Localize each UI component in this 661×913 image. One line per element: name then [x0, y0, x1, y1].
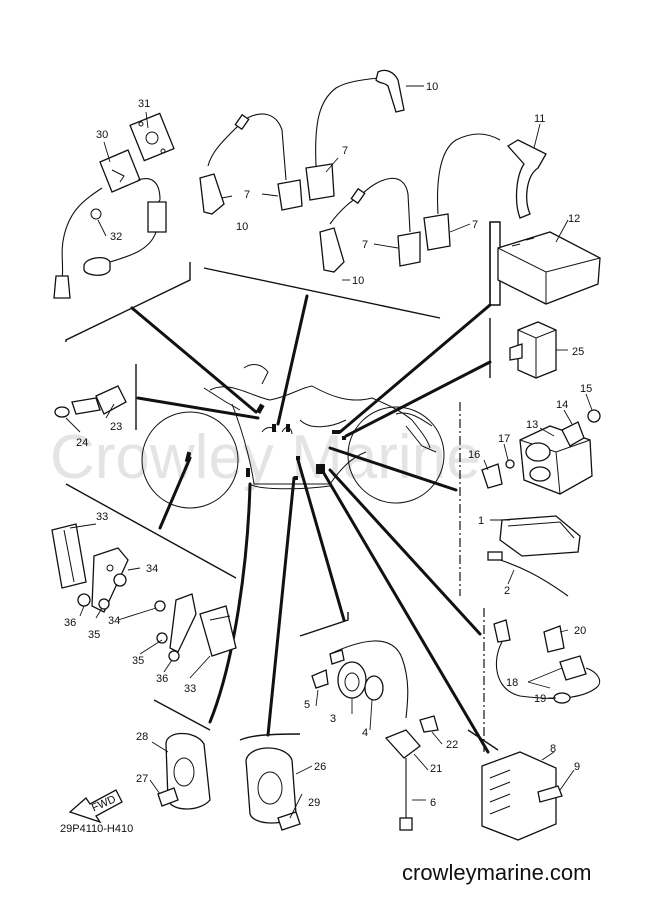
callout-21: 21	[430, 763, 442, 775]
leader-lines	[130, 294, 492, 754]
fwd-arrow: FWD	[68, 789, 123, 824]
part-temp-sensor	[54, 385, 127, 418]
callout-18: 18	[506, 677, 518, 689]
callout-26: 26	[314, 761, 326, 773]
part-reflector-left	[51, 523, 129, 613]
callout-10-top: 10	[426, 81, 438, 93]
callout-5: 5	[304, 699, 310, 711]
callout-7-b: 7	[244, 189, 250, 201]
callout-25: 25	[572, 346, 584, 358]
part-ecu	[497, 231, 601, 305]
callout-22: 22	[446, 739, 458, 751]
callout-35-top: 35	[88, 629, 100, 641]
callout-1: 1	[478, 515, 484, 527]
callout-13: 13	[526, 419, 538, 431]
callout-11: 11	[534, 113, 545, 125]
callout-3: 3	[330, 713, 336, 725]
callout-19: 19	[534, 693, 546, 705]
part-relay	[509, 321, 557, 379]
callout-35-bottom: 35	[132, 655, 144, 667]
diagram-code: 29P4110-H410	[60, 823, 133, 835]
callout-36-top: 36	[64, 617, 76, 629]
callout-24: 24	[76, 437, 88, 449]
callout-10-left: 10	[236, 221, 248, 233]
callout-7-c: 7	[472, 219, 478, 231]
callout-6: 6	[430, 797, 436, 809]
callout-14: 14	[556, 399, 568, 411]
callout-16: 16	[468, 449, 480, 461]
callout-10-bottom: 10	[352, 275, 364, 287]
part-speed-sensor	[311, 640, 409, 719]
group-brackets	[65, 221, 501, 752]
part-pulser-coil	[384, 715, 439, 831]
part-sidestand-switch	[493, 619, 601, 704]
callout-2: 2	[504, 585, 510, 597]
callout-31: 31	[138, 98, 150, 110]
callout-7-a: 7	[342, 145, 348, 157]
callout-27: 27	[136, 773, 148, 785]
website-label: crowleymarine.com	[402, 860, 592, 885]
part-sensor-group	[53, 112, 175, 299]
callout-17: 17	[498, 433, 510, 445]
callout-12: 12	[568, 213, 580, 225]
callout-33-bottom: 33	[184, 683, 196, 695]
callout-34-bottom: 34	[108, 615, 120, 627]
callout-23: 23	[110, 421, 122, 433]
callout-9: 9	[574, 761, 580, 773]
callout-34-top: 34	[146, 563, 158, 575]
callout-15: 15	[580, 383, 592, 395]
callout-7-d: 7	[362, 239, 368, 251]
callout-20: 20	[574, 625, 586, 637]
callout-28: 28	[136, 731, 148, 743]
callout-leaders	[65, 85, 593, 819]
callout-32: 32	[110, 231, 122, 243]
callout-4: 4	[362, 727, 368, 739]
callout-36-bottom: 36	[156, 673, 168, 685]
callout-29: 29	[308, 797, 320, 809]
part-starter-relay	[481, 409, 601, 597]
callout-30: 30	[96, 129, 108, 141]
part-horn-left	[157, 732, 211, 810]
watermark: Crowley Marine	[50, 423, 481, 492]
motorcycle-outline	[141, 364, 445, 509]
part-ignition-coils	[199, 69, 547, 273]
callout-8: 8	[550, 743, 556, 755]
callout-33-top: 33	[96, 511, 108, 523]
part-horn-right	[245, 747, 301, 831]
part-regulator	[481, 751, 563, 841]
callout-numbers: 31 30 32 10 7 7 10 7 7 10 11 12 25 15 14…	[64, 81, 592, 809]
part-reflector-right	[154, 593, 237, 662]
